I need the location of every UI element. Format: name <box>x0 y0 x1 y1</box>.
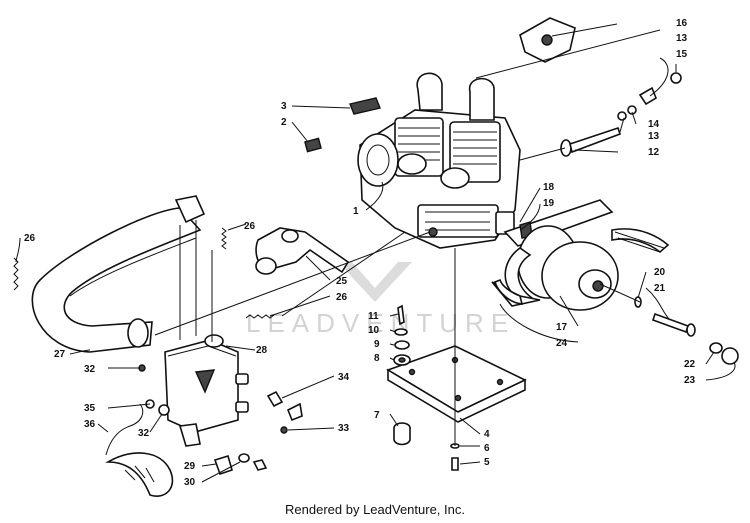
callout-15: 15 <box>676 49 688 60</box>
callout-19: 19 <box>543 198 555 209</box>
parts-33-34 <box>266 390 303 434</box>
callout-7: 7 <box>374 410 380 421</box>
callout-32-top: 32 <box>84 364 96 375</box>
callout-17: 17 <box>556 322 568 333</box>
parts-22-23-washers <box>709 342 739 365</box>
callout-3: 3 <box>281 101 287 112</box>
callout-26-left: 26 <box>24 233 36 244</box>
callout-22: 22 <box>684 359 696 370</box>
callout-36: 36 <box>84 419 96 430</box>
watermark-logo-icon <box>338 262 412 302</box>
assembly-reference-lines <box>154 29 661 446</box>
callout-27: 27 <box>54 349 66 360</box>
callout-21: 21 <box>654 283 666 294</box>
footer-credit: Rendered by LeadVenture, Inc. <box>285 502 465 517</box>
drive-clutch-assembly <box>491 199 670 311</box>
parts-20-21-bolt <box>634 296 696 337</box>
callout-16: 16 <box>676 18 688 29</box>
callout-6: 6 <box>484 443 490 454</box>
callout-1: 1 <box>353 206 359 217</box>
callout-28: 28 <box>256 345 268 356</box>
callout-26-spring: 26 <box>244 221 256 232</box>
callout-35: 35 <box>84 403 96 414</box>
callout-20: 20 <box>654 267 666 278</box>
callout-13-bottom: 13 <box>648 131 660 142</box>
callout-18: 18 <box>543 182 555 193</box>
callout-33: 33 <box>338 423 350 434</box>
callout-10: 10 <box>368 325 380 336</box>
parts-29-30 <box>213 453 268 476</box>
callout-5: 5 <box>484 457 490 468</box>
mount-stack-7-11 <box>393 304 460 471</box>
part-16-bracket <box>519 17 576 63</box>
callout-34: 34 <box>338 372 350 383</box>
callout-30: 30 <box>184 477 196 488</box>
heat-shield <box>105 452 174 497</box>
callout-25: 25 <box>336 276 348 287</box>
engine-mount-plate <box>386 345 527 423</box>
callout-32-bottom: 32 <box>138 428 150 439</box>
callout-26-right: 26 <box>336 292 348 303</box>
watermark-text: LEADVENTURE <box>246 308 515 338</box>
callout-24: 24 <box>556 338 568 349</box>
cable-36 <box>105 403 144 456</box>
muffler <box>164 334 249 447</box>
muffler-hardware <box>138 364 170 416</box>
callout-4: 4 <box>484 429 490 440</box>
callout-leaders <box>15 23 736 483</box>
exhaust-manifold <box>255 227 350 275</box>
callout-29: 29 <box>184 461 196 472</box>
callout-14: 14 <box>648 119 660 130</box>
callout-8: 8 <box>374 353 380 364</box>
callout-23: 23 <box>684 375 696 386</box>
callout-13-top: 13 <box>676 33 688 44</box>
callout-11: 11 <box>368 311 379 322</box>
callout-9: 9 <box>374 339 380 350</box>
parts-2-3 <box>304 97 381 153</box>
engine-assembly <box>357 72 521 249</box>
callout-12: 12 <box>648 147 660 158</box>
watermark: LEADVENTURE <box>246 262 515 338</box>
callout-2: 2 <box>281 117 287 128</box>
parts-12-15-hardware <box>560 72 682 157</box>
callout-labels: 1 2 3 4 5 6 7 8 9 10 11 12 13 13 14 15 1… <box>24 18 696 488</box>
exhaust-pipe <box>31 195 206 353</box>
exhaust-springs <box>13 227 275 319</box>
